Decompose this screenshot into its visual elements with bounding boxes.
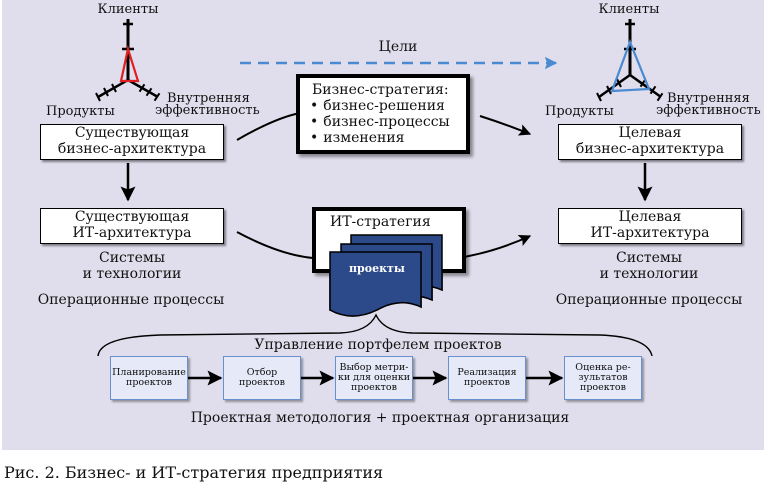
current-business-arch-line2: бизнес-архитектура (57, 141, 207, 157)
target-operational-label: Операционные процессы (555, 292, 743, 308)
current-operational-label: Операционные процессы (37, 292, 225, 308)
step-line: зультатов (578, 372, 628, 383)
right-efficiency-label-2: эффективность (656, 103, 761, 118)
step-line: Отбор (246, 367, 278, 378)
current-systems-line2: и технологии (82, 266, 182, 282)
target-it-arch-box: Целевая ИТ-архитектура (558, 208, 742, 244)
step-line: ки для оценки (337, 372, 411, 383)
target-systems-label: Системы и технологии (587, 250, 711, 282)
target-business-arch-line1: Целевая (618, 125, 682, 141)
current-systems-label: Системы и технологии (70, 250, 194, 282)
goals-label: Цели (378, 39, 418, 55)
target-it-arch-line2: ИТ-архитектура (590, 225, 710, 241)
step-line: Планирование (112, 367, 186, 378)
current-it-arch-box: Существующая ИТ-архитектура (40, 208, 224, 244)
step-line: Реализация (457, 367, 517, 378)
business-strategy-item: бизнес-процессы (300, 114, 466, 130)
target-it-arch-line1: Целевая (618, 209, 682, 225)
business-strategy-item: бизнес-решения (300, 98, 466, 114)
current-systems-line1: Системы (99, 250, 165, 266)
target-systems-line2: и технологии (599, 266, 699, 282)
projects-label: проекты (349, 262, 405, 275)
target-radar-icon (596, 19, 664, 102)
left-products-label: Продукты (46, 104, 115, 119)
step-line: Оценка ре- (575, 362, 631, 373)
business-strategy-flow (236, 112, 301, 141)
step-line: проектов (463, 377, 510, 388)
right-efficiency-label-1: Внутренняя (667, 91, 750, 106)
left-efficiency-label-2: эффективность (155, 103, 260, 118)
right-products-label: Продукты (545, 104, 614, 119)
target-business-arch-line2: бизнес-архитектура (575, 141, 725, 157)
target-business-arch-box: Целевая бизнес-архитектура (558, 124, 742, 160)
right-clients-label: Клиенты (598, 2, 660, 17)
methodology-footer: Проектная методология + проектная органи… (190, 410, 570, 426)
business-strategy-item: изменения (300, 130, 466, 146)
step-line: проектов (238, 377, 285, 388)
current-it-arch-line2: ИТ-архитектура (72, 225, 192, 241)
figure-caption: Рис. 2. Бизнес- и ИТ-стратегия предприят… (4, 463, 384, 482)
it-strategy-flow (236, 231, 314, 259)
step-line: Выбор метри- (339, 362, 409, 373)
step-line: проектов (350, 382, 397, 393)
business-strategy-title: Бизнес-стратегия: (312, 82, 449, 98)
current-it-arch-line1: Существующая (74, 209, 190, 225)
left-efficiency-label-1: Внутренняя (167, 91, 250, 106)
business-strategy-box: Бизнес-стратегия: бизнес-решения бизнес-… (296, 74, 470, 154)
target-systems-line1: Системы (616, 250, 682, 266)
portfolio-title: Управление портфелем проектов (254, 337, 502, 353)
it-strategy-title: ИТ-стратегия (330, 214, 431, 230)
current-radar-icon (95, 19, 161, 102)
current-business-arch-line1: Существующая (74, 125, 190, 141)
current-business-arch-box: Существующая бизнес-архитектура (40, 124, 224, 160)
step-line: проектов (579, 382, 626, 393)
left-clients-label: Клиенты (97, 2, 159, 17)
step-line: проектов (125, 377, 172, 388)
